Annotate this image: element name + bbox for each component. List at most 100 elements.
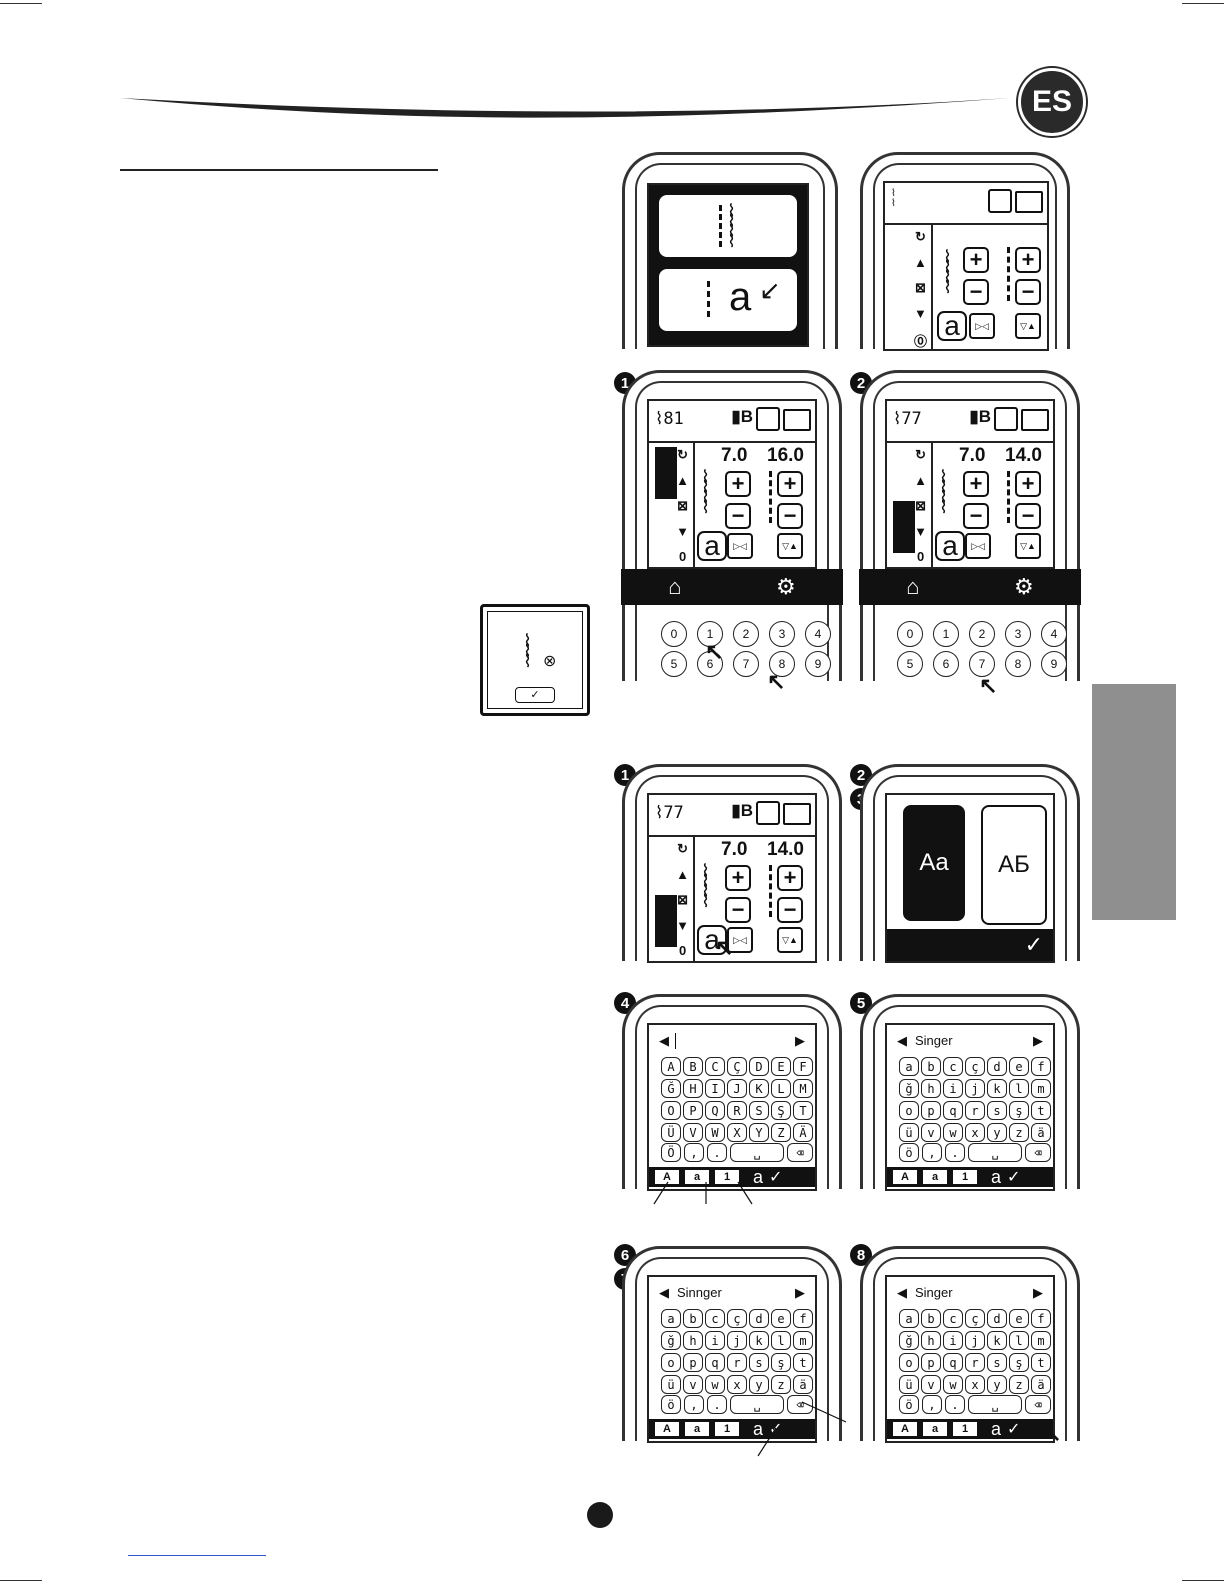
letter-key[interactable]: s	[987, 1353, 1007, 1372]
letter-key[interactable]: ğ	[899, 1331, 919, 1350]
zero-icon[interactable]: 0	[678, 549, 687, 564]
letter-key[interactable]: t	[793, 1353, 813, 1372]
folder-icon[interactable]	[1021, 409, 1049, 431]
letter-key[interactable]: e	[1009, 1057, 1029, 1076]
letter-key[interactable]: e	[1009, 1309, 1029, 1328]
letter-key[interactable]: W	[705, 1123, 725, 1142]
cursor-right-icon[interactable]: ▶	[795, 1033, 805, 1048]
backspace-key[interactable]: ⌫	[1025, 1143, 1051, 1162]
letter-key[interactable]: r	[727, 1353, 747, 1372]
letter-key[interactable]: E	[771, 1057, 791, 1076]
numbers-tab[interactable]: 1	[715, 1422, 739, 1436]
home-icon[interactable]: ⌂	[906, 574, 920, 599]
number-key[interactable]: 2	[733, 621, 759, 647]
length-minus-button[interactable]: −	[777, 897, 803, 923]
letter-key[interactable]: f	[793, 1309, 813, 1328]
uppercase-tab[interactable]: A	[655, 1170, 679, 1184]
letter-key[interactable]: t	[1031, 1101, 1051, 1120]
length-plus-button[interactable]: +	[1015, 471, 1041, 497]
letter-key[interactable]: c	[943, 1057, 963, 1076]
number-key[interactable]: 1	[933, 621, 959, 647]
number-key[interactable]: 6	[697, 651, 723, 677]
letter-key[interactable]: c	[705, 1309, 725, 1328]
letter-key[interactable]: Ä	[793, 1123, 813, 1142]
letter-key[interactable]: .	[945, 1395, 965, 1414]
needle-button[interactable]: ▽▲	[1015, 313, 1041, 339]
letter-key[interactable]: J	[727, 1079, 747, 1098]
letter-key[interactable]: Ö	[661, 1143, 681, 1162]
up-icon[interactable]: ▲	[914, 473, 927, 488]
letter-key[interactable]: k	[987, 1331, 1007, 1350]
font-key[interactable]: a	[753, 1418, 764, 1439]
width-plus-button[interactable]: +	[963, 471, 989, 497]
letter-key[interactable]: y	[987, 1123, 1007, 1142]
uppercase-tab[interactable]: A	[655, 1422, 679, 1436]
up-icon[interactable]: ▲	[676, 867, 689, 882]
letter-key[interactable]: i	[943, 1331, 963, 1350]
reverse-icon[interactable]: ↻	[915, 447, 927, 462]
letter-key[interactable]: ,	[684, 1143, 704, 1162]
letter-key[interactable]: Ğ	[661, 1079, 681, 1098]
letter-key[interactable]: p	[921, 1101, 941, 1120]
letter-key[interactable]: ğ	[899, 1079, 919, 1098]
letter-key[interactable]: C	[705, 1057, 725, 1076]
letter-key[interactable]: I	[705, 1079, 725, 1098]
letter-key[interactable]: ö	[899, 1395, 919, 1414]
letter-key[interactable]: ,	[922, 1395, 942, 1414]
letter-key[interactable]: w	[943, 1123, 963, 1142]
letter-key[interactable]: h	[921, 1331, 941, 1350]
numbers-tab[interactable]: 1	[715, 1170, 739, 1184]
letter-key[interactable]: v	[683, 1375, 703, 1394]
letter-key[interactable]: o	[899, 1353, 919, 1372]
letter-key[interactable]: R	[727, 1101, 747, 1120]
space-key[interactable]: ␣	[730, 1143, 784, 1162]
letter-key[interactable]: ü	[899, 1375, 919, 1394]
home-icon[interactable]: ⌂	[668, 574, 682, 599]
letter-key[interactable]: O	[661, 1101, 681, 1120]
mirror-button[interactable]: ▷◁	[969, 313, 995, 339]
cursor-right-icon[interactable]: ▶	[795, 1285, 805, 1300]
down-icon[interactable]: ▼	[914, 306, 927, 321]
tie-icon[interactable]: ⊠	[915, 498, 927, 513]
letter-key[interactable]: ö	[899, 1143, 919, 1162]
width-minus-button[interactable]: −	[725, 897, 751, 923]
length-plus-button[interactable]: +	[777, 471, 803, 497]
folder-icon[interactable]	[783, 409, 811, 431]
letter-key[interactable]: b	[921, 1309, 941, 1328]
width-plus-button[interactable]: +	[725, 865, 751, 891]
letter-key[interactable]: ü	[661, 1375, 681, 1394]
letter-key[interactable]: K	[749, 1079, 769, 1098]
letter-key[interactable]: w	[705, 1375, 725, 1394]
letter-key[interactable]: k	[987, 1079, 1007, 1098]
letter-key[interactable]: t	[1031, 1353, 1051, 1372]
number-key[interactable]: 5	[661, 651, 687, 677]
letter-key[interactable]: ç	[965, 1309, 985, 1328]
lowercase-tab[interactable]: a	[923, 1422, 947, 1436]
letter-key[interactable]: ö	[661, 1395, 681, 1414]
number-key[interactable]: 3	[769, 621, 795, 647]
letter-key[interactable]: v	[921, 1375, 941, 1394]
letter-key[interactable]: b	[683, 1309, 703, 1328]
letter-key[interactable]: .	[707, 1395, 727, 1414]
number-key[interactable]: 8	[1005, 651, 1031, 677]
lowercase-tab[interactable]: a	[685, 1422, 709, 1436]
lowercase-tab[interactable]: a	[923, 1170, 947, 1184]
text-field[interactable]: Singer	[915, 1033, 953, 1048]
letter-key[interactable]: j	[965, 1079, 985, 1098]
letter-key[interactable]: M	[793, 1079, 813, 1098]
letter-key[interactable]: Ç	[727, 1057, 747, 1076]
needle-button[interactable]: ▽▲	[777, 533, 803, 559]
letter-key[interactable]: o	[661, 1353, 681, 1372]
letter-key[interactable]: T	[793, 1101, 813, 1120]
length-plus-button[interactable]: +	[777, 865, 803, 891]
width-minus-button[interactable]: −	[963, 503, 989, 529]
letter-key[interactable]: i	[943, 1079, 963, 1098]
letter-mode-key[interactable]: a	[697, 531, 727, 561]
folder-icon[interactable]	[783, 803, 811, 825]
zero-icon[interactable]: 0	[678, 943, 687, 958]
letter-key[interactable]: .	[945, 1143, 965, 1162]
mirror-button[interactable]: ▷◁	[727, 533, 753, 559]
letter-key[interactable]: d	[749, 1309, 769, 1328]
mirror-button[interactable]: ▷◁	[727, 927, 753, 953]
utility-stitch-button[interactable]: ⌇⌇⌇⌇	[659, 195, 797, 257]
